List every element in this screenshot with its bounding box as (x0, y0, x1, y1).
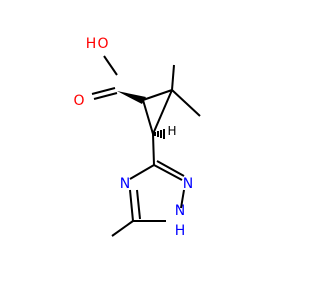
bond-c3-n2-double-1 (153, 164, 183, 181)
atom-label-hydroxyl-h: H (86, 36, 97, 52)
bond-carbonyl-double-2 (93, 92, 118, 100)
stereo-hash-h (154, 129, 165, 139)
molecule-structure: H O O H N N N H (73, 36, 201, 239)
bond-carbonyl-double-1 (91, 87, 116, 95)
atom-label-layer: H O O H N N N H (73, 36, 193, 239)
bond-cyclopropane-3 (152, 89, 173, 135)
atom-label-hydroxyl-o: O (97, 36, 108, 52)
bond-cyclopropane-to-triazole (152, 133, 155, 166)
bond-n1-n2 (180, 189, 185, 209)
bond-layer (91, 55, 201, 237)
atom-label-stereo-h: H (167, 124, 176, 138)
bond-cyclopropane-1 (142, 89, 173, 101)
bond-c5-methyl (111, 220, 134, 237)
stereo-wedge-carboxyl (117, 91, 146, 104)
bond-c3-n2-double-2 (156, 160, 185, 177)
atom-label-triazole-n-left: N (120, 176, 130, 192)
atom-label-triazole-n-top: N (183, 176, 193, 192)
atom-label-carbonyl-o: O (73, 93, 84, 109)
bond-methyl-top (171, 64, 175, 91)
bond-n4-c5-inner (136, 189, 141, 220)
bond-cyclopropane-2 (142, 99, 154, 135)
bond-carboxyl-to-hydroxyl (103, 55, 118, 76)
atom-label-triazole-nh-n: N (175, 203, 185, 219)
bond-c3-n4 (129, 164, 155, 180)
bond-methyl-right (171, 89, 201, 117)
bond-n4-c5 (129, 189, 134, 222)
atom-label-triazole-nh-h: H (175, 223, 186, 239)
